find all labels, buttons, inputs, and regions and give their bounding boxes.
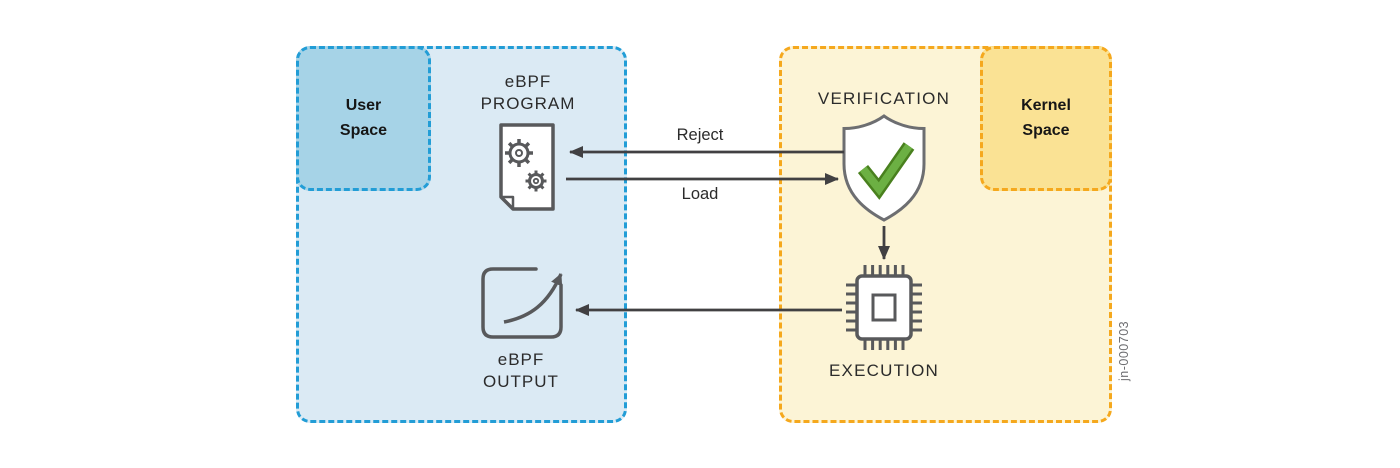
ebpf-program-title-line1: eBPF (504, 72, 552, 91)
document-gears-icon (499, 123, 555, 211)
user-space-label-line2: Space (339, 121, 388, 139)
kernel-space-label: Kernel Space (980, 46, 1112, 191)
ebpf-program-title: eBPF PROGRAM (438, 71, 618, 115)
kernel-space-label-line1: Kernel (1021, 96, 1071, 114)
execution-title-text: EXECUTION (829, 361, 939, 380)
verification-title: VERIFICATION (789, 88, 979, 110)
output-icon (481, 267, 563, 339)
user-space-label-line1: User (345, 96, 382, 114)
ebpf-output-title-line2: OUTPUT (483, 372, 559, 392)
kernel-space-label-line2: Space (1022, 121, 1070, 139)
chip-icon (846, 265, 922, 350)
user-space-label: User Space (296, 46, 431, 191)
ebpf-output-title: eBPF OUTPUT (431, 349, 611, 393)
ebpf-program-title-line2: PROGRAM (480, 94, 576, 114)
load-arrow-label: Load (681, 185, 719, 203)
reject-arrow-label: Reject (676, 126, 724, 144)
execution-title: EXECUTION (789, 360, 979, 382)
shield-check-icon (842, 114, 926, 222)
verification-title-text: VERIFICATION (817, 89, 951, 108)
ebpf-output-title-line1: eBPF (497, 350, 545, 369)
